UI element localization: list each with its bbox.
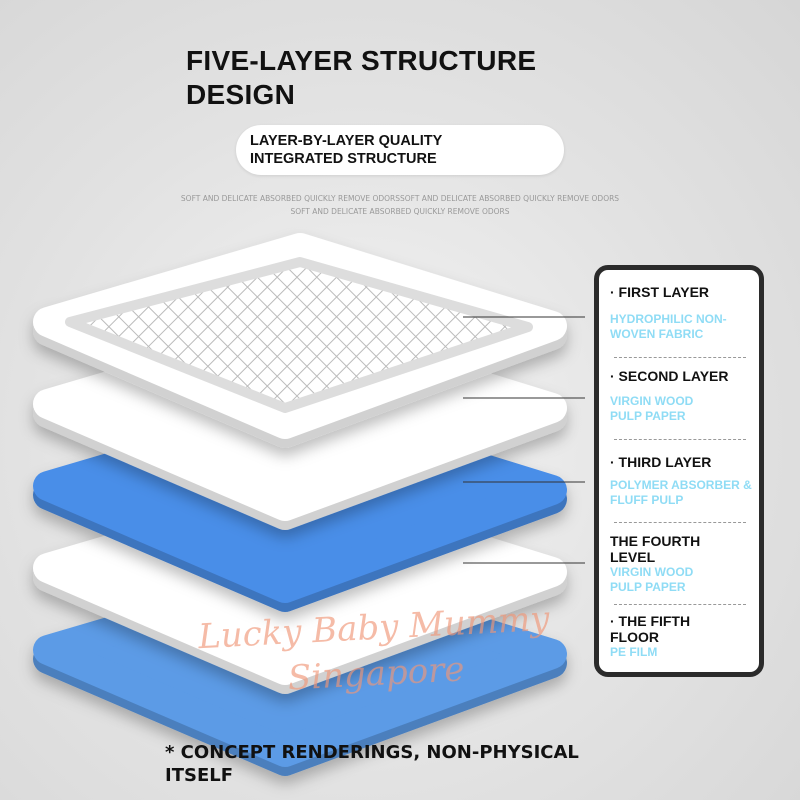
layer-material: PE FILM: [610, 645, 658, 659]
layer-name: · FIRST LAYER: [610, 284, 710, 300]
layer-material: HYDROPHILIC NON-WOVEN FABRIC: [610, 312, 727, 341]
tagline-line: SOFT AND DELICATE ABSORBED QUICKLY REMOV…: [290, 207, 510, 216]
layer-material: VIRGIN WOOD PULP PAPER: [610, 394, 694, 423]
layer-name: THE FOURTH LEVEL: [610, 533, 701, 565]
tagline-line: SOFT AND DELICATE ABSORBED QUICKLY REMOV…: [180, 194, 620, 203]
layer-legend-panel: · FIRST LAYER HYDROPHILIC NON-WOVEN FABRI…: [594, 265, 764, 677]
tagline: SOFT AND DELICATE ABSORBED QUICKLY REMOV…: [150, 192, 650, 218]
layer-name: · THE FIFTH FLOOR: [610, 613, 691, 645]
legend-item-2: · SECOND LAYER VIRGIN WOOD PULP PAPER: [610, 368, 757, 424]
legend-item-1: · FIRST LAYER HYDROPHILIC NON-WOVEN FABRI…: [610, 284, 757, 342]
layer-material: POLYMER ABSORBER & FLUFF PULP: [610, 478, 752, 507]
legend-item-3: · THIRD LAYER POLYMER ABSORBER & FLUFF PU…: [610, 454, 757, 508]
subtitle-text: LAYER-BY-LAYER QUALITY INTEGRATED STRUCT…: [250, 133, 443, 167]
disclaimer-note: * CONCEPT RENDERINGS, NON-PHYSICAL ITSEL…: [165, 742, 579, 786]
divider: [614, 604, 746, 605]
divider: [614, 357, 746, 358]
layer-name: · SECOND LAYER: [610, 368, 729, 384]
layer-name: · THIRD LAYER: [610, 454, 712, 470]
page-title: FIVE-LAYER STRUCTURE DESIGN: [186, 45, 537, 110]
subtitle-pill: LAYER-BY-LAYER QUALITY INTEGRATED STRUCT…: [236, 125, 564, 175]
layer-1: [33, 233, 567, 448]
divider: [614, 439, 746, 440]
mesh-texture: [65, 257, 533, 413]
divider: [614, 522, 746, 523]
layer-material: VIRGIN WOOD PULP PAPER: [610, 565, 694, 594]
